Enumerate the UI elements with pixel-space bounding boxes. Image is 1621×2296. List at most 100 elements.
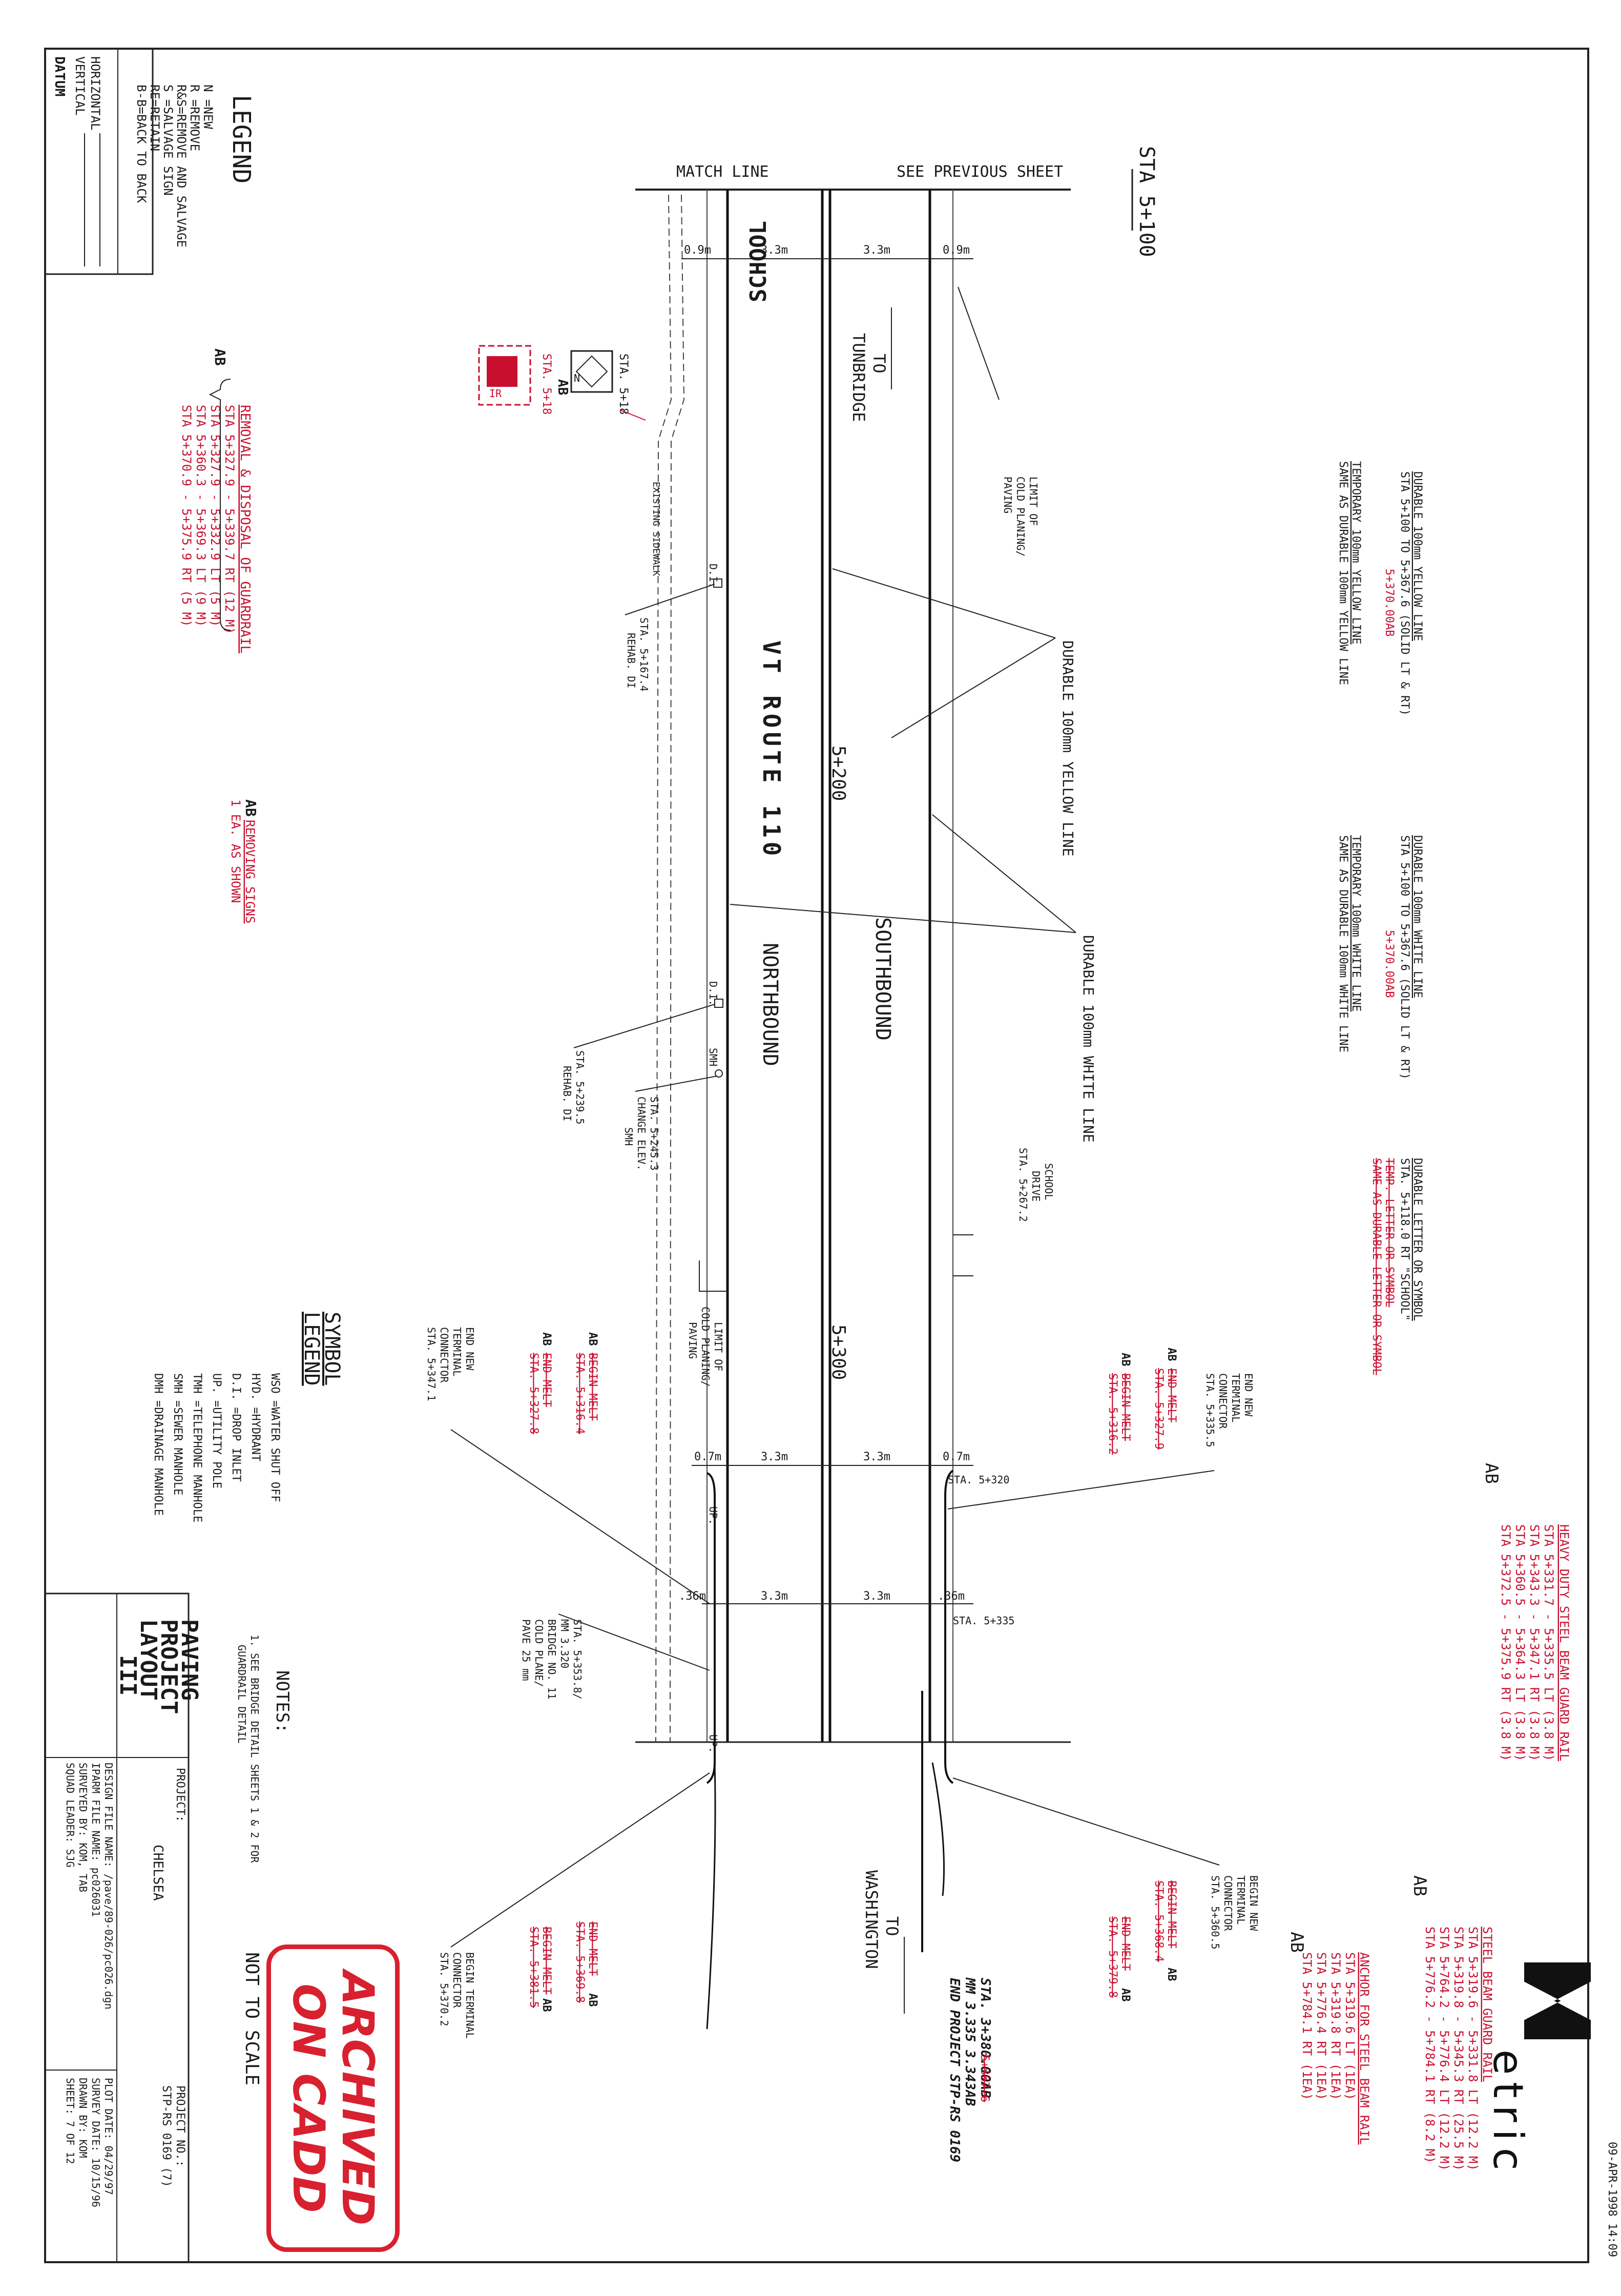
- removing-signs-title: REMOVING SIGNS: [243, 820, 257, 923]
- anchor-item: STA 5+776.4 RT (1EA): [1314, 1952, 1328, 2100]
- heavy-item: STA 5+331.7 - 5+335.5 LT (3.8 M): [1542, 1524, 1556, 1761]
- notes-item: GUARDRAIL DETAIL: [236, 1645, 248, 1744]
- melt-label: END MELT: [1119, 1916, 1132, 1971]
- m-logo-icon: [1524, 1962, 1591, 2039]
- end-project: STA. 3+380.00AB MM 3.335 3.343AB END PRO…: [921, 1691, 993, 2162]
- guardrail-left: [706, 1472, 716, 1784]
- sheet-number: SHEET: 7 OF 12: [64, 2078, 76, 2164]
- sign-ir: IR: [489, 387, 502, 400]
- legend: LEGEND N =NEW R =REMOVE R&S=REMOVE AND S…: [134, 85, 256, 247]
- heavy-item: STA 5+360.5 - 5+364.3 LT (3.8 M): [1513, 1524, 1527, 1761]
- datum-vertical: VERTICAL: [73, 56, 87, 116]
- sign-ab: AB: [555, 379, 570, 395]
- road-labels: VT ROUTE 110 SOUTHBOUND NORTHBOUND SCHOO…: [745, 221, 905, 2014]
- to-tunbridge-1: TO: [869, 354, 889, 374]
- anchor-item: STA 5+319.8 RT (1EA): [1328, 1952, 1343, 2100]
- title-line: LAYOUT: [135, 1619, 161, 1701]
- steel-item: STA 5+776.2 - 5+784.1 RT (8.2 M): [1423, 1927, 1437, 2163]
- plot-timestamp: 09-APR-1998 14:09: [1606, 2142, 1618, 2257]
- end-new-top-2: TERMINAL: [1230, 1373, 1242, 1422]
- dim: 3.3m: [863, 1590, 890, 1603]
- guardrails: [706, 1470, 954, 2030]
- melt-label: END MELT: [586, 1921, 599, 1976]
- dim: 3.3m: [761, 1590, 788, 1603]
- melt-sta: STA. 5+316.2: [1106, 1373, 1119, 1455]
- begin-new-right-2: TERMINAL: [1235, 1875, 1247, 1925]
- melt-sta: STA. 5+316.4: [573, 1353, 586, 1434]
- northbound-label: NORTHBOUND: [758, 943, 782, 1066]
- end-new-left-2: TERMINAL: [451, 1327, 463, 1376]
- dim: 3.3m: [761, 244, 788, 257]
- note-fix: 5+370.00AB: [1383, 569, 1396, 636]
- bridge-4: COLD PLANE/: [533, 1619, 545, 1687]
- sign-sta-red: STA. 5+18: [540, 354, 553, 415]
- project-no: STP-RS 0169 (7): [160, 2085, 173, 2187]
- school-marking: SCHOOL: [745, 221, 772, 302]
- removal-item: STA 5+360.3 - 5+369.3 LT (9 M): [194, 405, 208, 627]
- end-project-strike: 5+367.6: [978, 2055, 991, 2102]
- sign-n: N: [574, 372, 580, 384]
- removal-notes: REMOVAL & DISPOSAL OF GUARDRAIL STA 5+32…: [179, 348, 253, 653]
- note-title: DURABLE LETTER OR SYMBOL: [1411, 1158, 1424, 1321]
- end-project-mm: MM 3.335 3.343AB: [962, 1977, 978, 2106]
- squad-leader: SQUAD LEADER: SJG: [64, 1763, 76, 1868]
- title-line: PAVING: [176, 1619, 202, 1701]
- station-5200: 5+200: [828, 746, 849, 801]
- datum-block: DATUM VERTICAL HORIZONTAL: [52, 56, 102, 266]
- design-file: DESIGN FILE NAME: /pave/89-026/pc026.dgn: [102, 1763, 115, 2010]
- project-no-label: PROJECT NO.:: [174, 2085, 186, 2167]
- note-line: STA 5+100 TO 5+367.6 (SOLID LT & RT): [1398, 835, 1411, 1080]
- notes-item: 1. SEE BRIDGE DETAIL SHEETS 1 & 2 FOR: [248, 1635, 261, 1863]
- route-name: VT ROUTE 110: [758, 640, 785, 860]
- dim: 3.3m: [863, 1451, 890, 1463]
- symbol-legend-title: SYMBOL: [320, 1312, 344, 1386]
- heavy-item: STA 5+343.3 - 5+347.1 RT (3.8 M): [1527, 1524, 1542, 1761]
- bridge-3: BRIDGE NO. 11: [546, 1619, 558, 1700]
- legend-item: S =SALVAGE SIGN: [161, 85, 175, 196]
- guardrail-right: [944, 1470, 954, 1784]
- symbol-item: DMH =DRAINAGE MANHOLE: [152, 1373, 164, 1516]
- datum-horizontal: HORIZONTAL: [88, 56, 102, 131]
- legend-item: RE=RETAIN: [148, 85, 162, 151]
- callouts: LIMIT OF COLD PLANING/ PAVING DURABLE 10…: [425, 286, 1260, 2039]
- sheet-border: [44, 48, 1589, 2263]
- sta-2395: STA. 5+239.5: [574, 1050, 586, 1125]
- note-line: SAME AS DURABLE 100mm YELLOW LINE: [1337, 461, 1349, 685]
- melt-ab: AB: [1119, 1988, 1132, 2002]
- melt-sta: STA. 5+369.8: [573, 1921, 586, 2003]
- note-line: SAME AS DURABLE 100mm WHITE LINE: [1337, 835, 1349, 1052]
- legend-item: R =REMOVE: [188, 85, 202, 151]
- match-line: STA 5+100 MATCH LINE SEE PREVIOUS SHEET: [635, 146, 1158, 257]
- vaot-metric-logo: etric: [1484, 1962, 1591, 2229]
- legend-item: R&S=REMOVE AND SALVAGE: [174, 85, 189, 247]
- stamp-line: ON CADD: [283, 1983, 334, 2213]
- end-new-left-4: STA. 5+347.1: [425, 1327, 438, 1401]
- stamp-line: ARCHIVED: [332, 1971, 383, 2226]
- melt-ab: AB: [1165, 1968, 1178, 1981]
- sta-2453-note: CHANGE ELEV.: [635, 1097, 648, 1171]
- end-project-sta: STA. 3+380.00AB: [978, 1978, 993, 2098]
- melt-sta: STA. 5+368.4: [1152, 1880, 1165, 1962]
- sta-2453-smh: SMH: [622, 1127, 635, 1146]
- di-label: D.I.: [707, 981, 719, 1006]
- melt-ab: AB: [1119, 1353, 1132, 1367]
- project-name: CHELSEA: [150, 1845, 165, 1901]
- sewer-manhole-icon: [715, 1069, 723, 1078]
- symbol-item: TMH =TELEPHONE MANHOLE: [191, 1373, 203, 1522]
- limit-top-2: COLD PLANING/: [1014, 477, 1027, 557]
- plot-date: PLOT DATE: 04/29/97: [102, 2078, 115, 2195]
- melt-label: BEGIN MELT: [540, 1927, 553, 1994]
- begin-term-left-2: CONNECTOR: [451, 1952, 463, 2008]
- removal-ab: AB: [212, 348, 228, 366]
- end-new-top-4: STA. 5+335.5: [1204, 1373, 1216, 1447]
- end-new-left-1: END NEW: [464, 1327, 476, 1371]
- see-previous-sheet: SEE PREVIOUS SHEET: [897, 163, 1063, 181]
- school-drive-1: SCHOOL: [1043, 1163, 1055, 1200]
- note-fix: 5+370.00AB: [1383, 930, 1396, 998]
- steel-ab: AB: [1409, 1875, 1430, 1896]
- sta-2453: STA. 5+245.3: [648, 1097, 660, 1171]
- removal-item: STA 5+327.9 - 5+339.7 RT (12 M): [222, 405, 237, 634]
- note-title: TEMPORARY 100mm YELLOW LINE: [1349, 461, 1362, 645]
- melt-ab: AB: [586, 1332, 599, 1346]
